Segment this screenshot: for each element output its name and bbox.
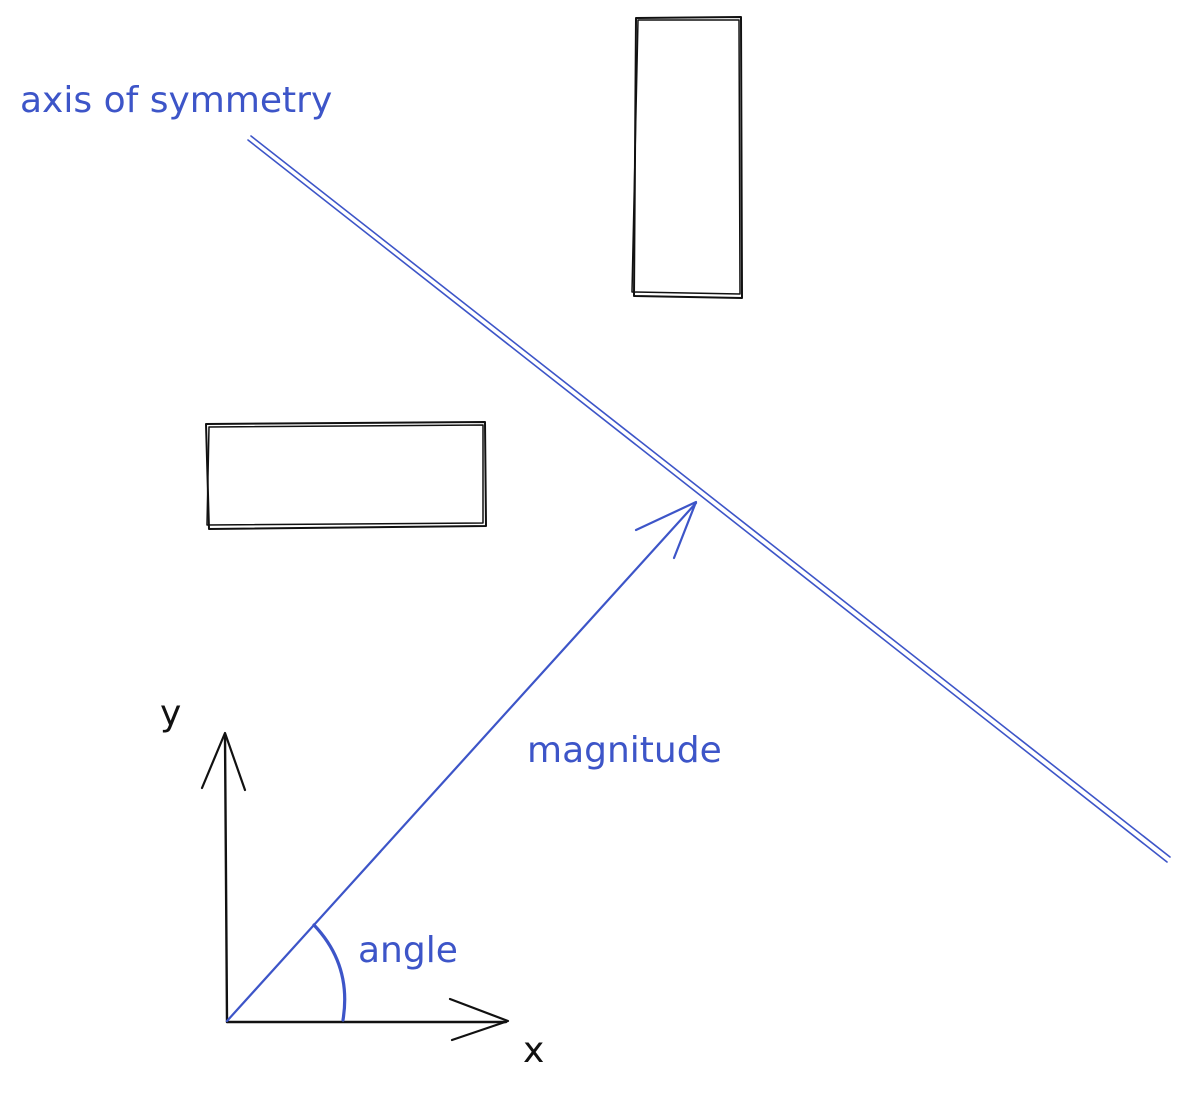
axis-of-symmetry-line [247, 135, 1171, 863]
x-axis-arrow [225, 997, 510, 1042]
angle-arc [312, 923, 347, 1022]
horizontal-rectangle [205, 421, 487, 530]
vertical-rectangle [631, 16, 743, 299]
y-axis-label: y [160, 693, 181, 734]
y-axis-arrow [200, 731, 247, 1024]
magnitude-label: magnitude [527, 730, 722, 771]
x-axis-label: x [523, 1030, 544, 1071]
vector-arrow [225, 500, 698, 1023]
angle-label: angle [358, 930, 458, 971]
axis-of-symmetry-label: axis of symmetry [20, 80, 332, 121]
